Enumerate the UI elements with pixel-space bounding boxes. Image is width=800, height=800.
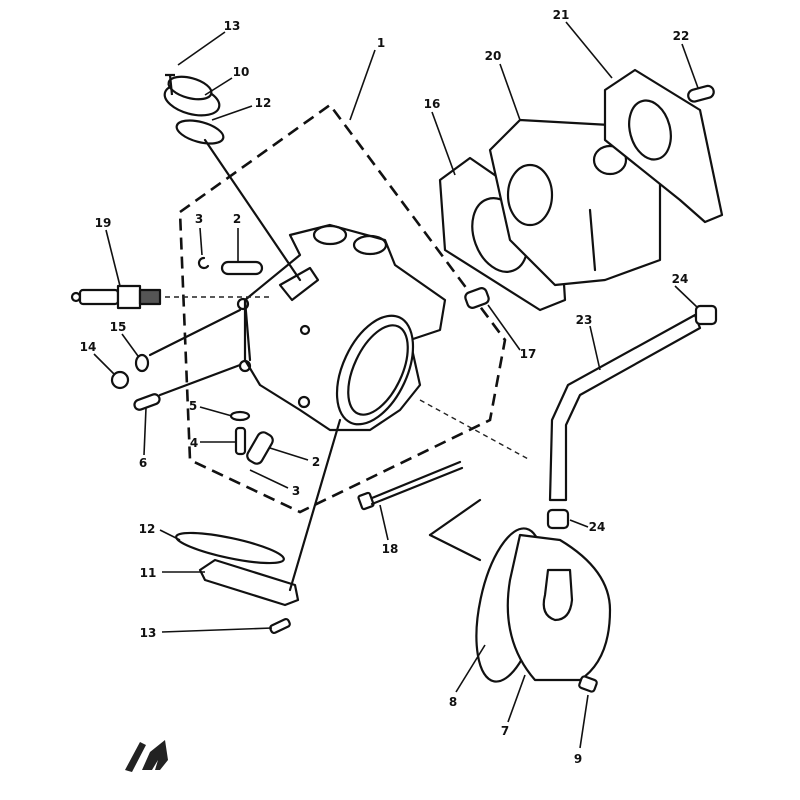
callout-13-lower: 13 [140, 626, 157, 640]
callout-13: 13 [224, 19, 241, 33]
callout-6: 6 [139, 456, 147, 470]
callout-8: 8 [449, 695, 457, 709]
callout-14: 14 [80, 340, 97, 354]
callout-3-lower: 3 [292, 484, 300, 498]
thermo-sleeve [220, 260, 264, 276]
callout-20: 20 [485, 49, 502, 63]
callout-2-lower: 2 [312, 455, 320, 469]
cap-cover [163, 73, 225, 145]
cylinder-gasket [438, 156, 567, 312]
yamaha-logo [125, 740, 168, 772]
collar [464, 287, 490, 309]
spark-plug [70, 284, 162, 310]
callout-3: 3 [195, 212, 203, 226]
callout-12: 12 [255, 96, 272, 110]
pipe-collar-bottom [546, 508, 570, 530]
callout-11: 11 [140, 566, 157, 580]
end-cover-bolt [578, 675, 598, 693]
water-pipe [548, 313, 702, 502]
lower-bolt [269, 618, 291, 634]
callout-2: 2 [233, 212, 241, 226]
lower-gasket [175, 531, 285, 565]
callout-17: 17 [520, 347, 537, 361]
callout-24: 24 [672, 272, 689, 286]
callout-9: 9 [574, 752, 582, 766]
pipe-collar-top [694, 304, 718, 326]
bolt [234, 426, 247, 456]
stud [133, 393, 161, 411]
callout-22: 22 [673, 29, 690, 43]
callout-7: 7 [501, 724, 509, 738]
nut [110, 370, 130, 390]
cylinder [488, 118, 662, 287]
callout-10: 10 [233, 65, 250, 79]
callout-21: 21 [553, 8, 570, 22]
callout-18: 18 [382, 542, 399, 556]
washer-small [229, 410, 251, 422]
clip [197, 256, 210, 270]
callout-24-lower: 24 [589, 520, 606, 534]
assembly-boundary [178, 103, 507, 514]
callout-1: 1 [377, 36, 385, 50]
callout-16: 16 [424, 97, 441, 111]
long-bolt [357, 460, 464, 511]
callout-5: 5 [189, 399, 197, 413]
callout-12-lower: 12 [139, 522, 156, 536]
lower-cover [198, 558, 300, 607]
end-cover [475, 527, 612, 683]
callout-19: 19 [95, 216, 112, 230]
callout-leaders [93, 21, 699, 749]
callout-23: 23 [576, 313, 593, 327]
callout-4: 4 [190, 436, 198, 450]
callout-15: 15 [110, 320, 127, 334]
washer [134, 353, 150, 373]
cylinder-head [236, 223, 447, 432]
dowel-pin [687, 84, 715, 103]
thermo-sleeve-lower [246, 431, 274, 465]
